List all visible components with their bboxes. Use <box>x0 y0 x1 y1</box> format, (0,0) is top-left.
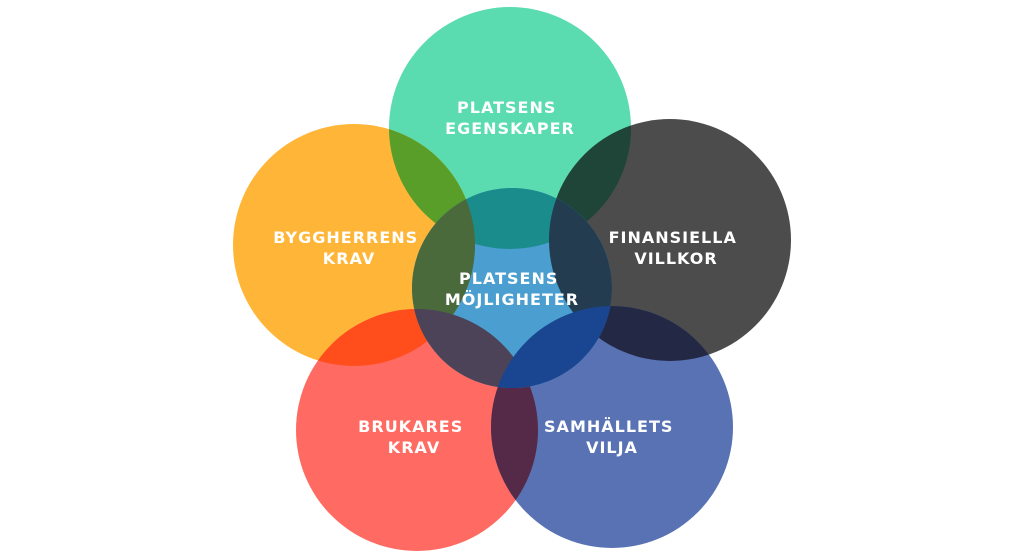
label-samhallets-vilja-line1: SAMHÄLLETS <box>544 417 673 436</box>
overlap-center-bottom-right <box>491 306 612 388</box>
overlap-center-right <box>549 188 612 361</box>
label-finansiella-villkor-line2: VILLKOR <box>634 249 717 268</box>
label-finansiella-villkor-line1: FINANSIELLA <box>609 228 737 247</box>
overlap-top-right <box>549 119 631 249</box>
label-samhallets-vilja: SAMHÄLLETS VILJA <box>544 417 680 457</box>
label-byggherrens-krav: BYGGHERRENS KRAV <box>273 228 425 268</box>
label-finansiella-villkor: FINANSIELLA VILLKOR <box>609 228 744 268</box>
label-platsens-egenskaper-line2: EGENSKAPER <box>445 119 575 138</box>
overlap-center-bottom-left <box>412 309 538 388</box>
label-byggherrens-krav-line2: KRAV <box>323 249 375 268</box>
label-platsens-egenskaper: PLATSENS EGENSKAPER <box>445 98 575 138</box>
label-platsens-mojligheter-line1: PLATSENS <box>459 269 558 288</box>
overlap-top-left <box>389 124 475 249</box>
overlap-center-left <box>412 188 475 366</box>
label-byggherrens-krav-line1: BYGGHERRENS <box>273 228 418 247</box>
label-platsens-mojligheter-line2: MÖJLIGHETER <box>445 290 579 309</box>
label-samhallets-vilja-line2: VILJA <box>586 438 638 457</box>
label-brukares-krav-line2: KRAV <box>388 438 440 457</box>
label-platsens-mojligheter: PLATSENS MÖJLIGHETER <box>445 269 579 309</box>
label-brukares-krav: BRUKARES KRAV <box>358 417 470 457</box>
label-brukares-krav-line1: BRUKARES <box>358 417 463 436</box>
label-platsens-egenskaper-line1: PLATSENS <box>457 98 556 117</box>
